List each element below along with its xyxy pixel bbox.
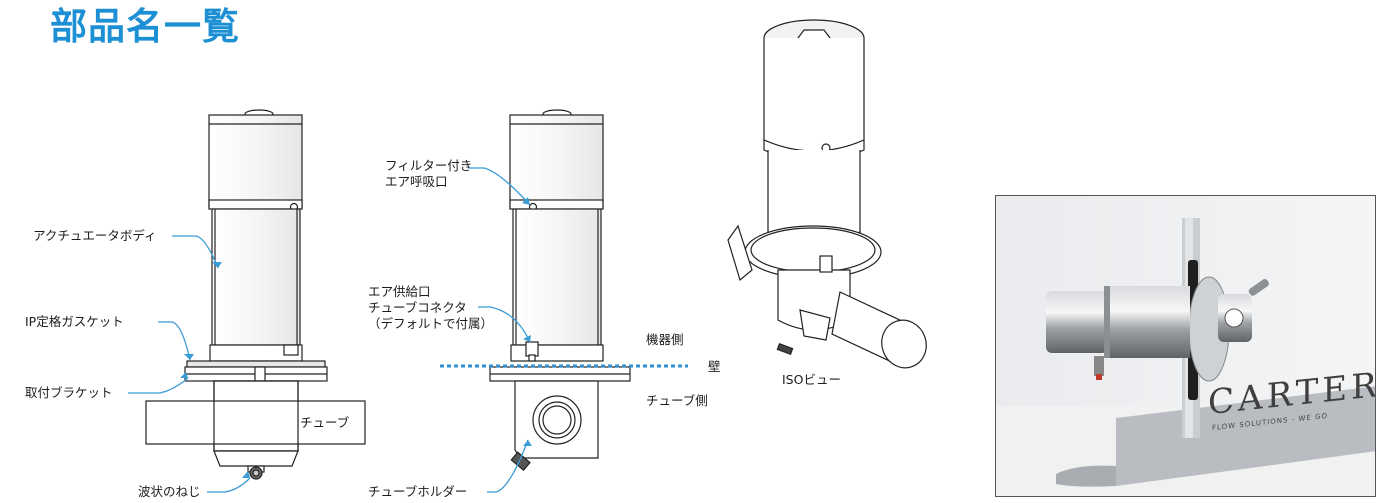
label-actuator-body: アクチュエータボディ — [33, 228, 157, 243]
label-tube: チューブ — [300, 415, 350, 430]
label-tube-holder: チューブホルダー — [368, 484, 468, 499]
front-view-drawing — [145, 109, 366, 480]
iso-view-drawing — [727, 19, 927, 369]
side-view-drawing — [489, 109, 631, 472]
label-wave-screw: 波状のねじ — [138, 484, 201, 499]
leader-lines — [128, 167, 531, 493]
label-iso-view: ISOビュー — [782, 372, 841, 387]
label-mounting-bracket: 取付ブラケット — [25, 385, 113, 400]
label-equipment-side: 機器側 — [646, 332, 684, 347]
label-wall: 壁 — [708, 359, 721, 374]
page-title: 部品名一覧 — [50, 5, 240, 48]
product-photo: CARTER FLOW SOLUTIONS - WE GO — [995, 195, 1376, 497]
label-filter-breather: フィルター付き エア呼吸口 — [385, 158, 473, 189]
label-air-supply: エア供給口 チューブコネクタ （デフォルトで付属） — [368, 284, 494, 331]
label-tube-side: チューブ側 — [646, 393, 708, 408]
label-ip-gasket: IP定格ガスケット — [25, 314, 124, 329]
leader-arrow-icon — [180, 197, 532, 478]
